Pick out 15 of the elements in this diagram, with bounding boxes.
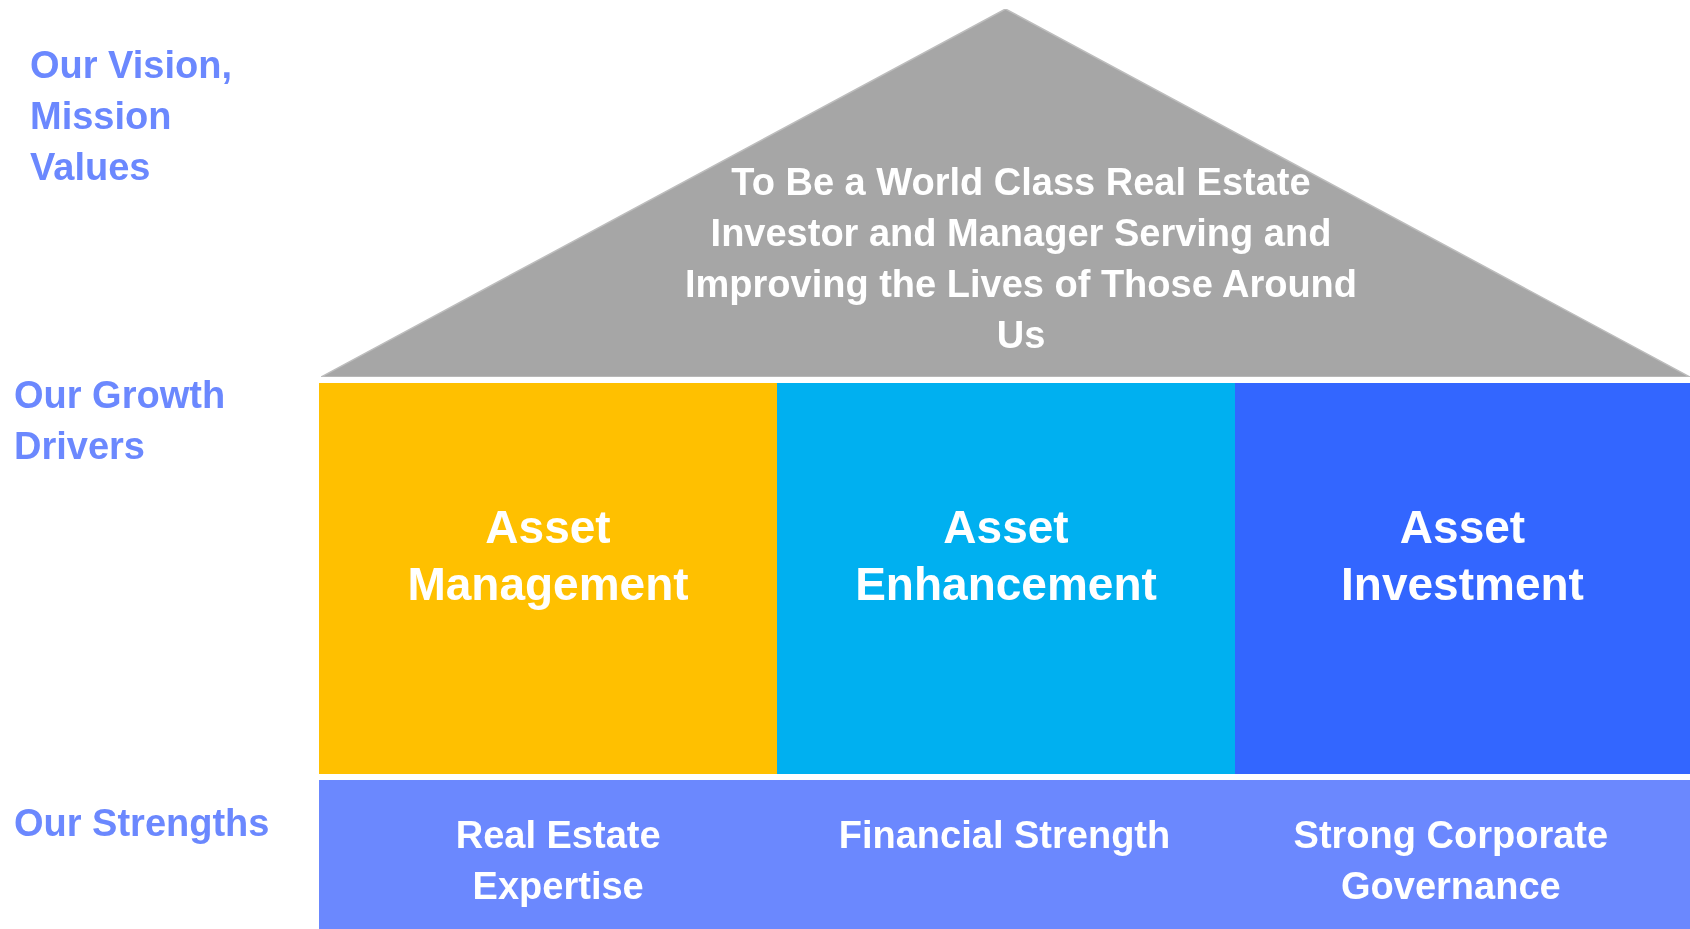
strength-text: Strong Corporate Governance — [1292, 813, 1610, 909]
pillar-box — [1235, 383, 1690, 774]
pillar-box — [319, 383, 777, 774]
strength-text: Financial Strength — [838, 813, 1171, 858]
pillar-text: Asset Investment — [1340, 500, 1585, 612]
row-label: Our Growth Drivers — [14, 373, 227, 469]
row-label: Our Vision, Mission Values — [30, 43, 233, 190]
pillar-text: Asset Management — [406, 500, 690, 612]
roof-triangle — [321, 9, 1690, 377]
pillar-text: Asset Enhancement — [854, 500, 1158, 612]
foundation-band — [319, 780, 1690, 929]
pillar-box — [777, 383, 1235, 774]
vision-text: To Be a World Class Real Estate Investor and Manager Serving and Improving the Lives of Those Around Us — [683, 160, 1359, 358]
row-label: Our Strengths — [14, 801, 271, 846]
strength-text: Real Estate Expertise — [454, 813, 662, 909]
